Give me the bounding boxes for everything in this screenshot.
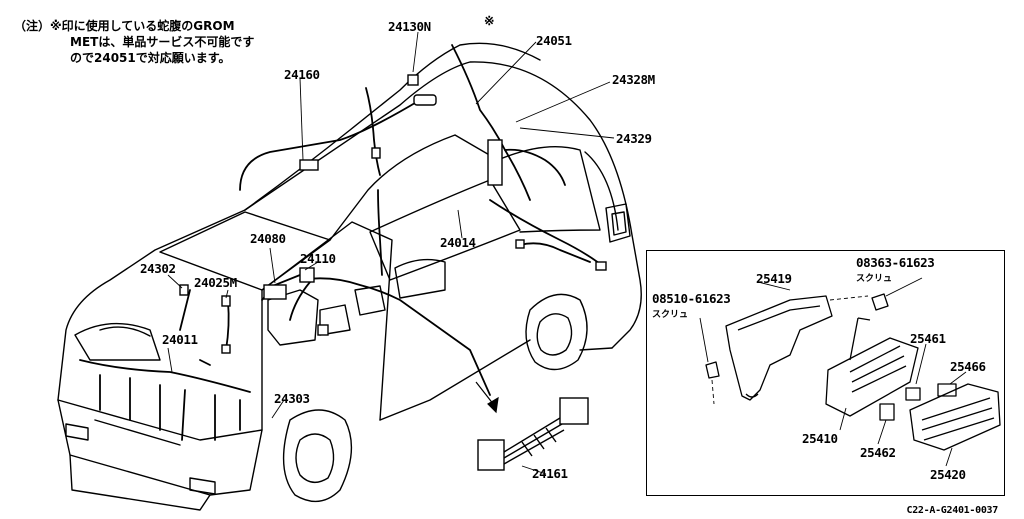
label-25466: 25466 (950, 359, 986, 374)
drawing-code: C22-A-G2401-0037 (906, 505, 998, 516)
label-25461: 25461 (910, 331, 946, 346)
label-24080: 24080 (250, 231, 286, 246)
label-25462: 25462 (860, 445, 896, 460)
note-line-2: METは、単品サービス不可能です (70, 35, 255, 49)
note-line-1: （注）※印に使用している蛇腹のGROM (14, 19, 235, 33)
label-08363-61623: 08363-61623 (856, 255, 935, 270)
label-25419: 25419 (756, 271, 792, 286)
label-24014: 24014 (440, 235, 476, 250)
label-24303: 24303 (274, 391, 310, 406)
label-25420: 25420 (930, 467, 966, 482)
label-screw-1: スクリュ (856, 274, 893, 284)
label-24110: 24110 (300, 251, 336, 266)
label-24051: 24051 (536, 33, 572, 48)
label-24011: 24011 (162, 332, 198, 347)
label-star: ※ (484, 13, 495, 28)
label-24025M: 24025M (194, 275, 237, 290)
label-24160: 24160 (284, 67, 320, 82)
label-24161: 24161 (532, 466, 568, 481)
label-24302: 24302 (140, 261, 176, 276)
label-25410: 25410 (802, 431, 838, 446)
label-24329: 24329 (616, 131, 652, 146)
label-screw-2: スクリュ (652, 310, 689, 320)
label-24328M: 24328M (612, 72, 655, 87)
fuse-block-inset (646, 250, 1005, 496)
label-08510-61623: 08510-61623 (652, 291, 731, 306)
note-line-3: ので24051で対応願います。 (70, 51, 231, 65)
service-note: （注）※印に使用している蛇腹のGROM METは、単品サービス不可能です ので2… (14, 18, 314, 66)
label-24130N: 24130N (388, 19, 431, 34)
